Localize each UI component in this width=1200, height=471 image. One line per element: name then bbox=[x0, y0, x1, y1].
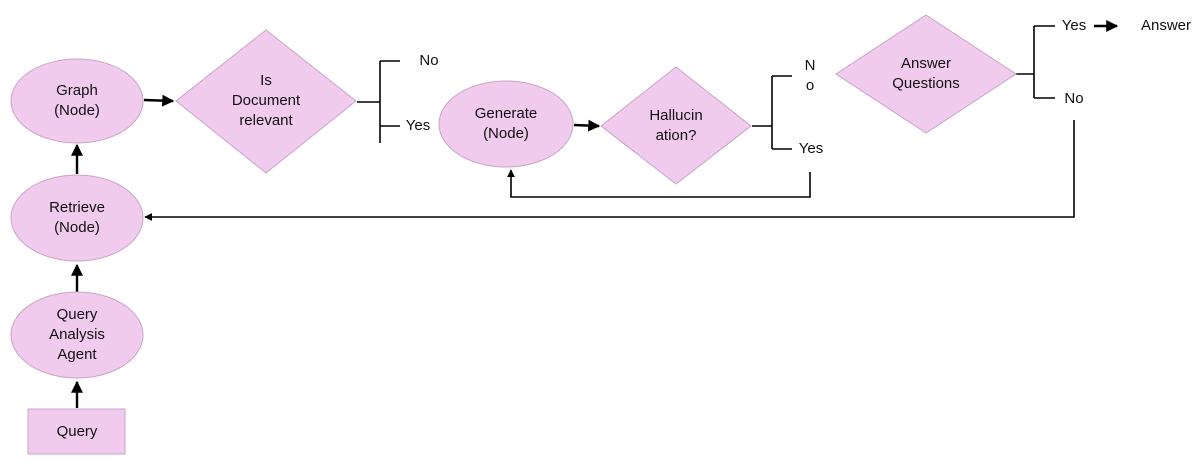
hallucination-no-label-line-1: N bbox=[805, 57, 816, 74]
branch-labels: No Yes N o Yes Yes No Answer bbox=[406, 17, 1191, 157]
hallucination-label-line-1: Hallucin bbox=[649, 107, 702, 124]
answer-questions-label-line-2: Questions bbox=[892, 75, 960, 92]
doc-relevant-no-label: No bbox=[419, 52, 438, 69]
retrieve-node bbox=[10, 174, 144, 262]
hallucination-label-line-2: ation? bbox=[656, 127, 697, 144]
query-analysis-label-line-2: Analysis bbox=[49, 326, 105, 343]
hallucination-diamond bbox=[600, 66, 752, 185]
nodes bbox=[10, 14, 1017, 455]
doc-relevant-label-line-2: Document bbox=[232, 92, 301, 109]
hallucination-yes-label: Yes bbox=[799, 140, 823, 157]
doc-relevant-diamond bbox=[175, 29, 357, 174]
query-label: Query bbox=[57, 423, 98, 440]
hallucination-no-label-line-2: o bbox=[806, 77, 814, 94]
edge-hallucination-yes-loop bbox=[507, 169, 811, 198]
node-labels: Query Query Analysis Agent Retrieve (Nod… bbox=[49, 55, 960, 440]
retrieve-label-line-2: (Node) bbox=[54, 219, 100, 236]
answer-questions-label-line-1: Answer bbox=[901, 55, 951, 72]
doc-relevant-label-line-3: relevant bbox=[239, 112, 293, 129]
query-node bbox=[27, 408, 126, 455]
answer-output-label: Answer bbox=[1141, 17, 1191, 34]
generate-node bbox=[438, 80, 574, 168]
doc-relevant-yes-label: Yes bbox=[406, 117, 430, 134]
edge-generate-to-hallucination bbox=[573, 119, 601, 132]
answer-yes-label: Yes bbox=[1062, 17, 1086, 34]
edge-graph-to-doc-relevant bbox=[143, 94, 175, 107]
query-analysis-label-line-1: Query bbox=[57, 306, 98, 323]
generate-label-line-1: Generate bbox=[475, 105, 538, 122]
answer-questions-diamond bbox=[835, 14, 1017, 134]
graph-node bbox=[10, 58, 144, 144]
query-analysis-node bbox=[10, 291, 144, 379]
edge-answer-no-loop bbox=[144, 120, 1075, 221]
graph-label-line-2: (Node) bbox=[54, 102, 100, 119]
query-analysis-label-line-3: Agent bbox=[57, 346, 97, 363]
edges bbox=[71, 20, 1119, 408]
answer-no-label: No bbox=[1064, 90, 1083, 107]
graph-label-line-1: Graph bbox=[56, 82, 98, 99]
generate-label-line-2: (Node) bbox=[483, 125, 529, 142]
doc-relevant-label-line-1: Is bbox=[260, 72, 272, 89]
retrieve-label-line-1: Retrieve bbox=[49, 199, 105, 216]
